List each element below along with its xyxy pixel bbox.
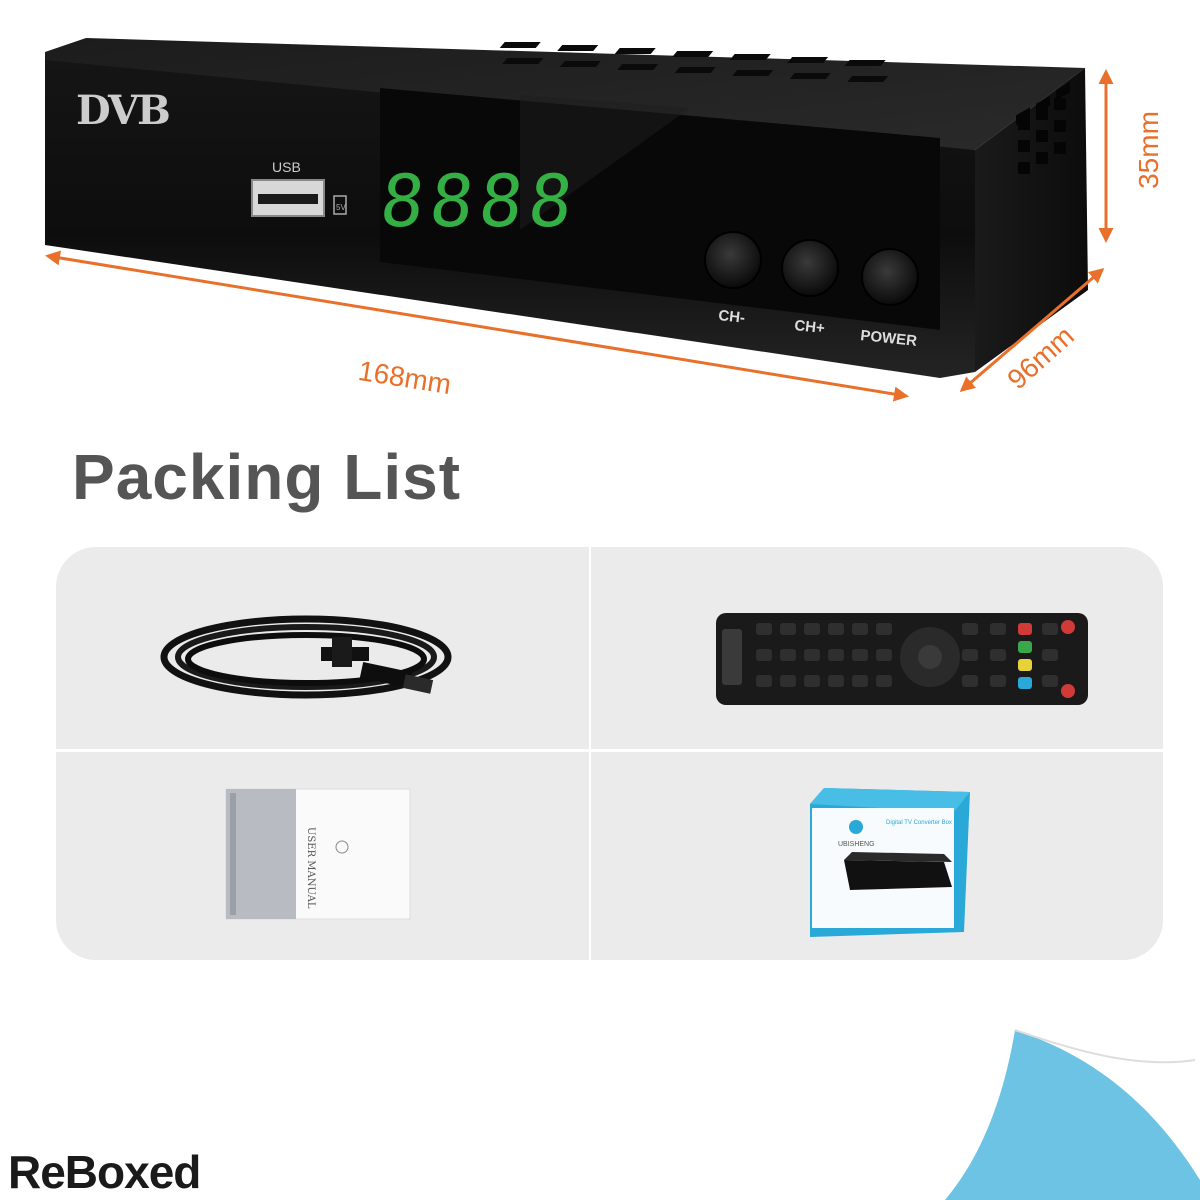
ch-plus-button[interactable] — [781, 239, 839, 297]
section-title: Packing List — [72, 441, 461, 513]
ch-minus-label: CH- — [718, 307, 746, 327]
product-illustration: DVB USB 5V 8888 CH- CH+ POWER — [45, 38, 1114, 402]
height-label: 35mm — [1132, 111, 1164, 189]
dvb-logo: DVB — [76, 87, 169, 134]
page-curl — [945, 1029, 1200, 1200]
ch-minus-button[interactable] — [704, 231, 762, 289]
packing-list-panel: USER MANUAL UBISHENG Digital TV Converte… — [56, 547, 1163, 960]
brand-watermark: ReBoxed — [8, 1146, 201, 1198]
usb-tag: 5V — [336, 203, 346, 212]
product-box-image: UBISHENG Digital TV Converter Box — [810, 788, 970, 937]
length-arrow — [45, 250, 909, 402]
box-caption: Digital TV Converter Box — [886, 820, 952, 826]
depth-arrow — [959, 268, 1105, 392]
top-vents — [499, 42, 889, 82]
remote-image — [716, 613, 1088, 705]
usb-label: USB — [272, 159, 301, 175]
ch-plus-label: CH+ — [794, 317, 826, 337]
cable-image — [160, 615, 452, 699]
led-display: 8888 — [376, 160, 582, 244]
user-manual-image: USER MANUAL — [225, 788, 411, 920]
manual-title: USER MANUAL — [305, 827, 316, 909]
panel-divider-horizontal — [56, 749, 1163, 752]
power-button[interactable] — [861, 248, 919, 306]
panel-divider-vertical — [589, 547, 591, 960]
box-brand: UBISHENG — [838, 841, 875, 848]
